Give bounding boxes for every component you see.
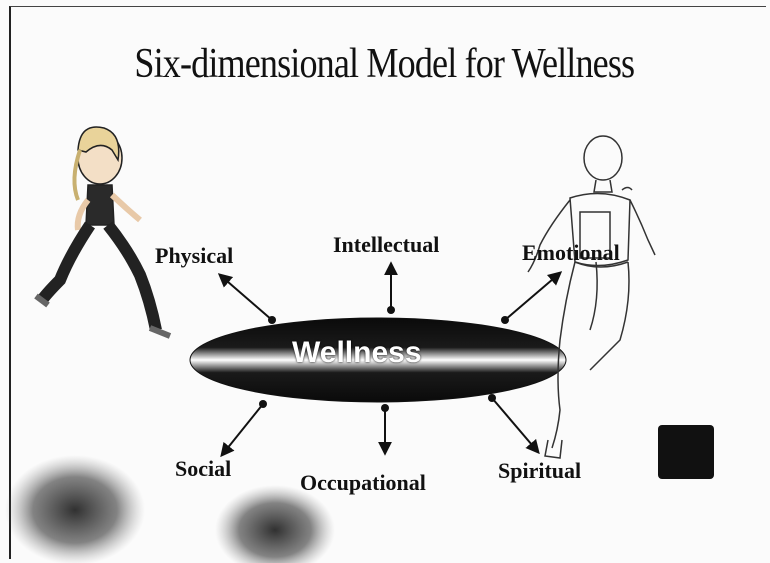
black-square-decoration bbox=[658, 425, 714, 479]
label-spiritual: Spiritual bbox=[498, 458, 581, 484]
arrow-physical bbox=[220, 275, 272, 320]
label-social: Social bbox=[175, 456, 231, 482]
label-occupational: Occupational bbox=[300, 470, 426, 496]
arrow-spiritual bbox=[492, 398, 538, 452]
blob-decoration bbox=[5, 455, 335, 563]
label-intellectual: Intellectual bbox=[333, 232, 439, 258]
arrow-social bbox=[222, 404, 263, 455]
arrow-emotional bbox=[505, 273, 560, 320]
label-wellness-center: Wellness bbox=[292, 336, 422, 370]
male-runner-illustration bbox=[528, 136, 655, 458]
label-physical: Physical bbox=[155, 243, 233, 269]
label-emotional: Emotional bbox=[522, 240, 620, 266]
girl-runner-illustration bbox=[36, 127, 170, 336]
